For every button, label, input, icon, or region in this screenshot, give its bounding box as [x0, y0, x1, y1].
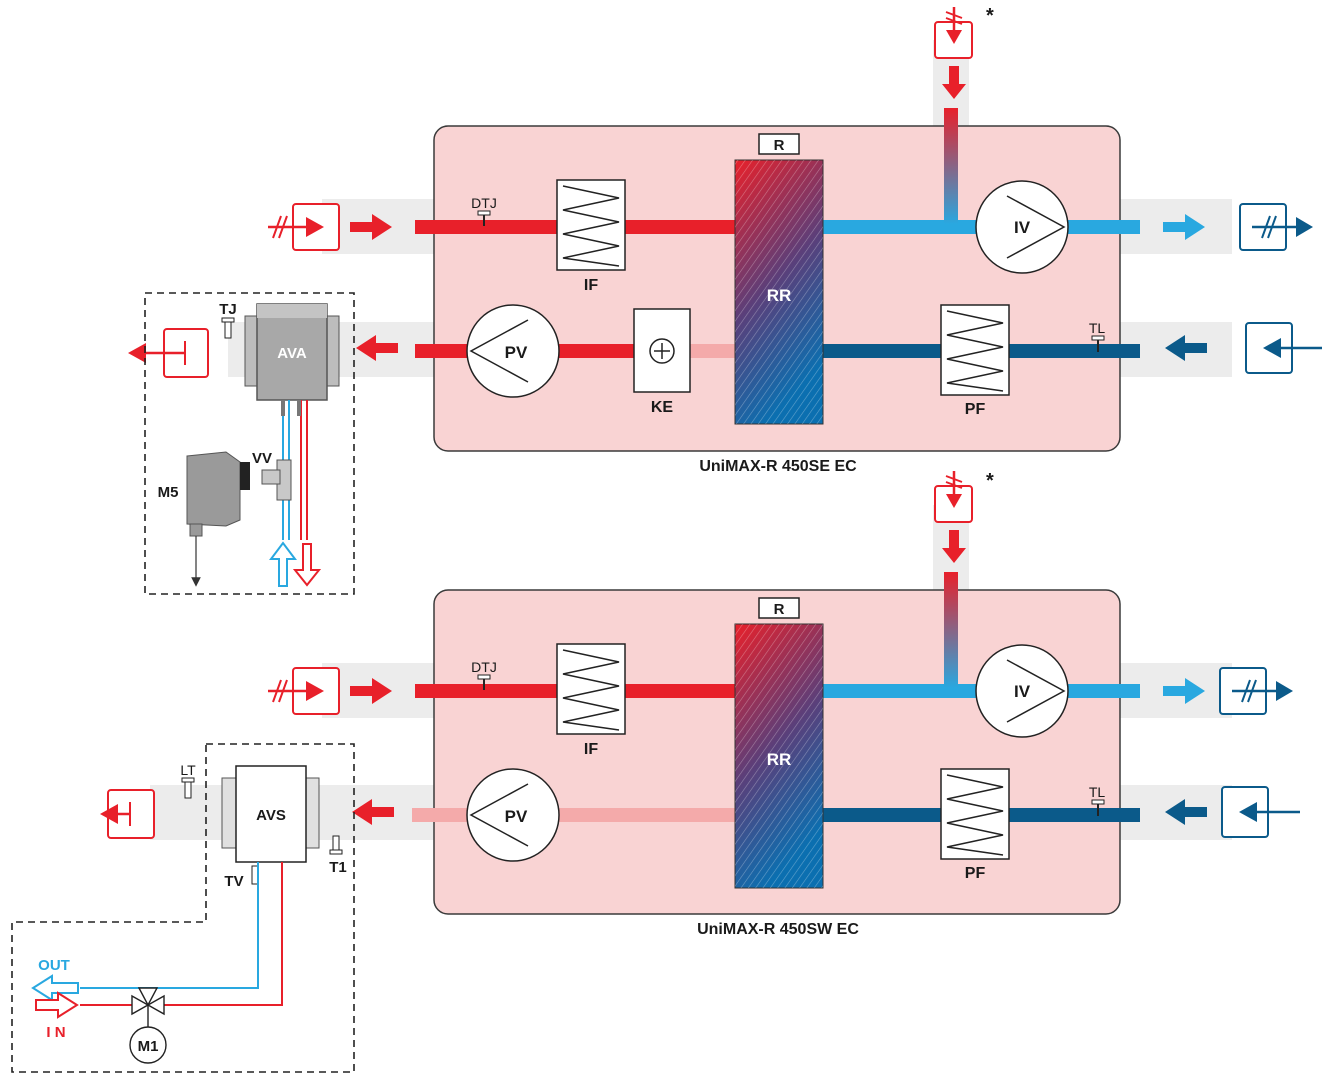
return-sensor-label: T1: [329, 859, 347, 876]
three-way-valve-icon: [131, 987, 165, 1028]
supply-arrow-icon: [1163, 678, 1205, 704]
sensor-supply: [477, 210, 491, 226]
extract-inlet-icon: [1221, 786, 1300, 838]
water-down-arrow-icon: [292, 543, 322, 587]
duct-sensor: [181, 777, 195, 799]
riser: [944, 572, 958, 688]
sensor-extract-label: TL: [1089, 784, 1106, 800]
exchanger-body-label: RR: [767, 750, 792, 769]
motor-icon: [129, 1026, 167, 1064]
riser: [944, 108, 958, 224]
heat-exchanger-hatch: [735, 160, 823, 424]
exhaust-outlet-icon: [128, 328, 209, 378]
exhaust-fan: [466, 768, 560, 862]
avs-heater: [235, 765, 307, 863]
ava-sensor: [221, 317, 235, 339]
in-arrow-icon: [35, 991, 79, 1019]
ava-module: AVA TJ VV M5: [144, 292, 355, 595]
exhaust-arrow-icon: [352, 799, 394, 825]
supply-fan-label: IV: [1014, 682, 1031, 701]
supply-damper-icon: [1219, 667, 1293, 715]
motor-label: M1: [138, 1038, 159, 1055]
extract-inlet-icon: [1245, 322, 1322, 374]
sensor-extract: [1091, 335, 1105, 352]
duct-sensor-label: LT: [180, 762, 196, 778]
exhaust-outlet-icon: [100, 789, 155, 839]
exhaust-duct-light: [690, 344, 735, 358]
riser-arrow-icon: [942, 530, 966, 563]
return-sensor: [329, 835, 343, 855]
unit-title: UniMAX-R 450SE EC: [699, 458, 857, 475]
exhaust-fan: [466, 304, 560, 398]
unit-sw: R RR IF PF IV PV DTJ TL: [150, 470, 1300, 938]
sensor-supply: [477, 674, 491, 690]
supply-filter: [556, 643, 626, 735]
exhaust-fan-label: PV: [505, 807, 528, 826]
exchanger-label-box: [758, 597, 800, 619]
exhaust-duct-light: [412, 808, 735, 822]
actuator-icon: [186, 451, 250, 587]
exhaust-filter: [940, 304, 1010, 396]
exchanger-body-label: RR: [767, 286, 792, 305]
exchanger-label: R: [774, 137, 785, 154]
exchanger-label-box: [758, 133, 800, 155]
supply-damper-icon: [1239, 203, 1313, 251]
exchanger-label: R: [774, 601, 785, 618]
exhaust-filter: [940, 768, 1010, 860]
electric-heater: [633, 308, 691, 393]
valve-label: VV: [252, 450, 272, 467]
avs-module: AVS LT T1 TV M1 OUT I N: [11, 743, 355, 1073]
riser-damper-icon: [934, 7, 973, 59]
sensor-extract: [1091, 799, 1105, 816]
heater-label: KE: [651, 399, 674, 416]
exhaust-filter-label: PF: [965, 401, 986, 418]
intake-arrow-icon: [350, 678, 392, 704]
out-arrow-icon: [31, 974, 79, 1002]
supply-fan: [975, 180, 1069, 274]
heat-exchanger-hatch: [735, 624, 823, 888]
supply-filter-label: IF: [584, 741, 598, 758]
supply-fan-label: IV: [1014, 218, 1031, 237]
supply-fan: [975, 644, 1069, 738]
valve-icon: [261, 459, 292, 501]
riser-star: *: [986, 5, 994, 27]
unit-title: UniMAX-R 450SW EC: [697, 921, 859, 938]
out-label: OUT: [38, 957, 70, 974]
in-label: I N: [46, 1024, 65, 1041]
intake-damper-icon: [268, 203, 340, 251]
avs-label: AVS: [256, 807, 286, 824]
riser-arrow-icon: [942, 66, 966, 99]
ava-label: AVA: [277, 345, 307, 362]
sensor-supply-label: DTJ: [471, 195, 497, 211]
exhaust-filter-label: PF: [965, 865, 986, 882]
supply-filter: [556, 179, 626, 271]
water-up-arrow-icon: [269, 541, 297, 587]
exhaust-arrow-icon: [356, 335, 398, 361]
extract-arrow-icon: [1165, 799, 1207, 825]
supply-arrow-icon: [1163, 214, 1205, 240]
extract-arrow-icon: [1165, 335, 1207, 361]
intake-damper-icon: [268, 667, 340, 715]
sensor-supply-label: DTJ: [471, 659, 497, 675]
sensor-extract-label: TL: [1089, 320, 1106, 336]
riser-damper-icon: [934, 471, 973, 523]
water-sensor-label: TV: [224, 873, 243, 890]
supply-filter-label: IF: [584, 277, 598, 294]
ava-sensor-label: TJ: [219, 301, 237, 318]
intake-arrow-icon: [350, 214, 392, 240]
exhaust-fan-label: PV: [505, 343, 528, 362]
actuator-label: M5: [158, 484, 179, 501]
unit-se: R RR IF PF IV PV: [228, 5, 1322, 475]
riser-star: *: [986, 470, 994, 492]
